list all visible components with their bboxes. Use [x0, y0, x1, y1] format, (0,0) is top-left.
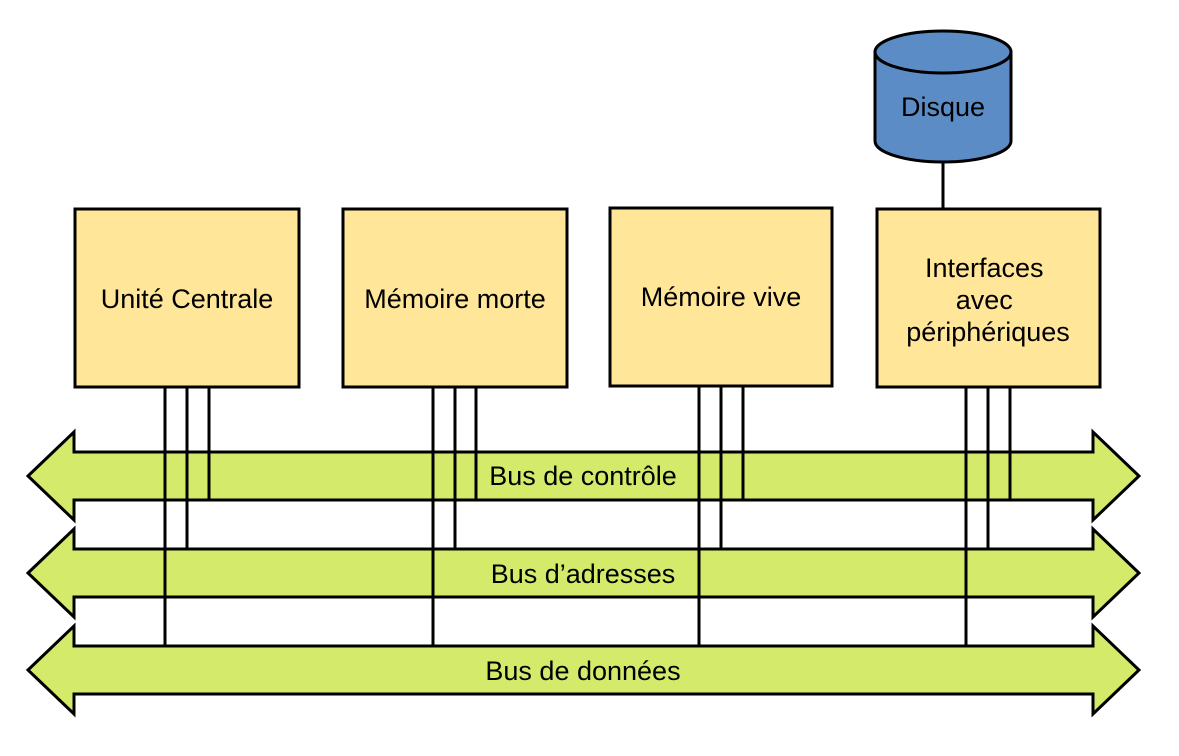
io-label-line-2: avec	[956, 285, 1013, 315]
disk-label: Disque	[901, 92, 985, 122]
cpu-label: Unité Centrale	[101, 284, 274, 314]
control-bus-arrow	[25, 428, 1142, 524]
cpu-box	[73, 207, 301, 389]
rom-bus-wires	[431, 387, 478, 646]
cpu-bus-wires	[163, 387, 211, 646]
rom-label: Mémoire morte	[364, 284, 546, 314]
ram-bus-wires	[697, 386, 745, 646]
io-label: Interfaces avec périphériques	[906, 253, 1070, 347]
rom-box	[341, 207, 569, 389]
data-bus-label: Bus de données	[485, 656, 680, 686]
disk-cylinder-icon	[873, 29, 1013, 164]
ram-label: Mémoire vive	[641, 282, 802, 312]
io-bus-wires	[964, 387, 1012, 646]
ram-box	[608, 206, 834, 388]
address-bus-label: Bus d’adresses	[491, 559, 676, 589]
control-bus-label: Bus de contrôle	[489, 461, 677, 491]
data-bus-arrow	[25, 622, 1142, 718]
address-bus-arrow	[25, 525, 1142, 621]
io-label-line-1: Interfaces	[925, 253, 1044, 283]
io-label-line-3: périphériques	[906, 317, 1070, 347]
io-box	[875, 207, 1102, 389]
